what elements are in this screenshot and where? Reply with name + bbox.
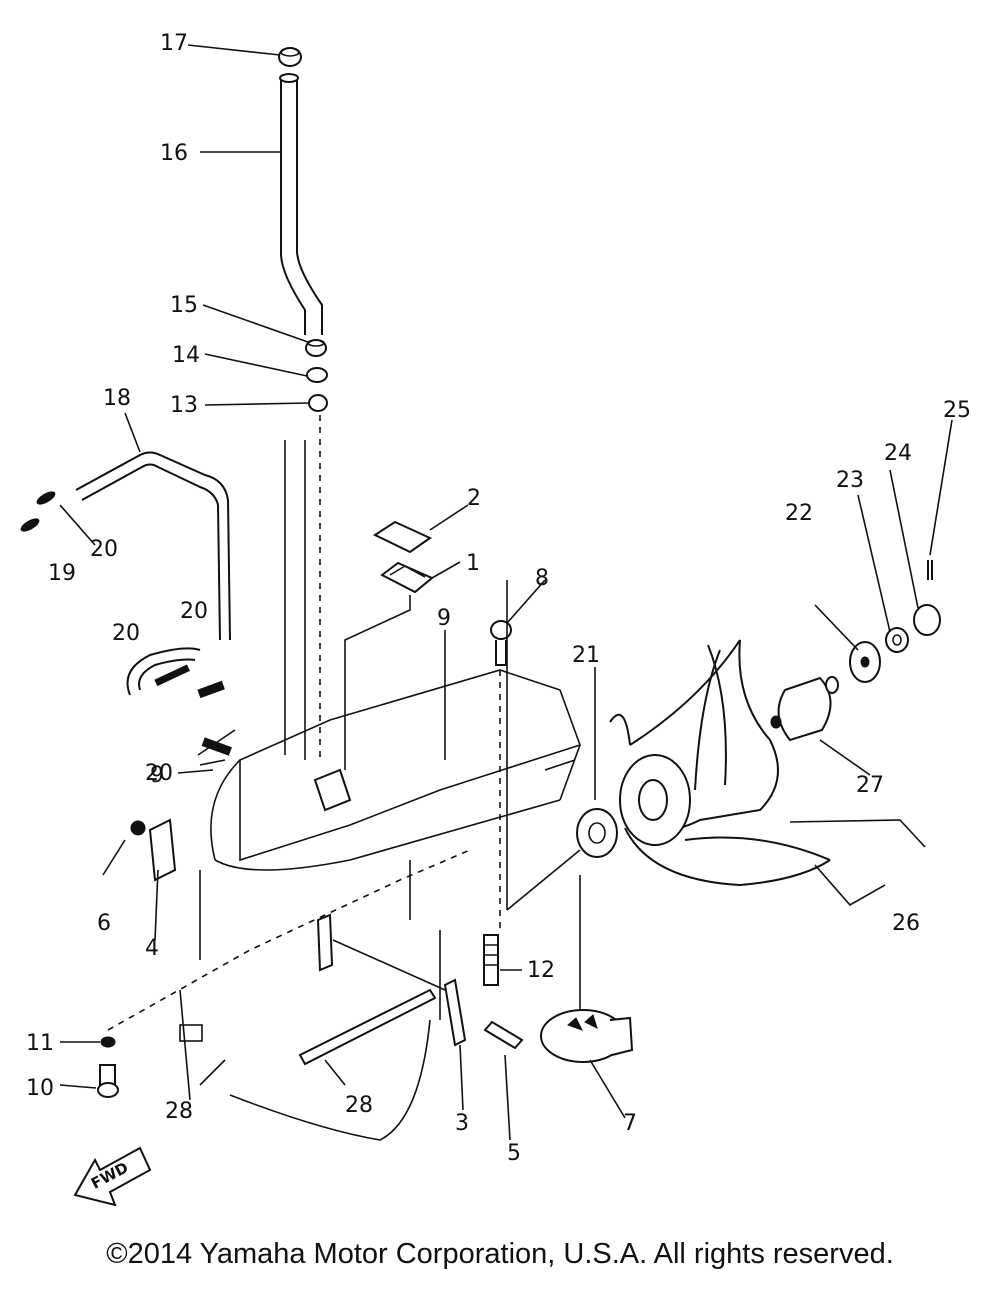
leader-lines (59, 44, 953, 1141)
part-16-water-tube (279, 73, 323, 335)
part-7-trim-tab (540, 1009, 634, 1063)
copyright-notice: ©2014 Yamaha Motor Corporation, U.S.A. A… (106, 1238, 894, 1270)
callout-14: 14 (172, 343, 200, 368)
part-20-clips (126, 647, 232, 756)
part-23-washer (885, 627, 909, 653)
callout-21: 21 (572, 643, 600, 668)
part-8-bolt (490, 620, 512, 666)
callout-2: 2 (467, 486, 481, 511)
callout-20-c: 20 (112, 621, 140, 646)
callout-9-a: 9 (150, 763, 164, 788)
part-2-pad (372, 520, 433, 554)
callout-13: 13 (170, 393, 198, 418)
part-11-washer (100, 1036, 116, 1048)
callout-15: 15 (170, 293, 198, 318)
part-1-plate (380, 561, 434, 594)
callout-18: 18 (103, 386, 131, 411)
callout-26: 26 (892, 911, 920, 936)
part-5-pin (483, 1020, 524, 1050)
callout-3: 3 (455, 1111, 469, 1136)
callout-4: 4 (145, 936, 159, 961)
part-22-washer (849, 641, 881, 683)
callout-27: 27 (856, 773, 884, 798)
part-12-stud (483, 934, 499, 986)
callout-1: 1 (466, 551, 480, 576)
callout-28-a: 28 (165, 1099, 193, 1124)
callout-20-b: 20 (180, 599, 208, 624)
callout-7: 7 (623, 1111, 637, 1136)
callout-23: 23 (836, 468, 864, 493)
exploded-parts-diagram: FWD (20, 31, 971, 1207)
callout-10: 10 (26, 1076, 54, 1101)
lower-unit-housing (130, 415, 582, 1141)
callout-22: 22 (785, 501, 813, 526)
callout-9-b: 9 (437, 606, 451, 631)
callout-8: 8 (535, 566, 549, 591)
part-18-hose (75, 451, 231, 641)
part-10-bolt (97, 1064, 119, 1098)
callout-12: 12 (527, 958, 555, 983)
callout-5: 5 (507, 1141, 521, 1166)
part-17-cap (278, 47, 302, 67)
part-13-grommet (308, 394, 328, 412)
part-21-thrust-washer (576, 808, 618, 858)
callout-16: 16 (160, 141, 188, 166)
callout-25: 25 (943, 398, 971, 423)
part-26-propeller (609, 636, 831, 887)
callout-20-a: 20 (90, 537, 118, 562)
fwd-arrow-icon: FWD (73, 1146, 152, 1207)
part-19-clip (20, 491, 56, 532)
callout-6: 6 (97, 911, 111, 936)
part-27-spacer (770, 676, 839, 742)
callout-11: 11 (26, 1031, 54, 1056)
callout-labels: 17 16 15 14 13 18 20 19 20 20 20 9 6 4 1… (26, 31, 971, 1166)
callout-20-d: 20 (145, 761, 173, 786)
part-14-seal (306, 367, 328, 383)
callout-19: 19 (48, 561, 76, 586)
callout-24: 24 (884, 441, 912, 466)
part-15-grommet (305, 339, 327, 357)
part-24-nut (913, 604, 941, 636)
part-25-cotter-pin (927, 560, 933, 580)
callout-28-b: 28 (345, 1093, 373, 1118)
callout-17: 17 (160, 31, 188, 56)
